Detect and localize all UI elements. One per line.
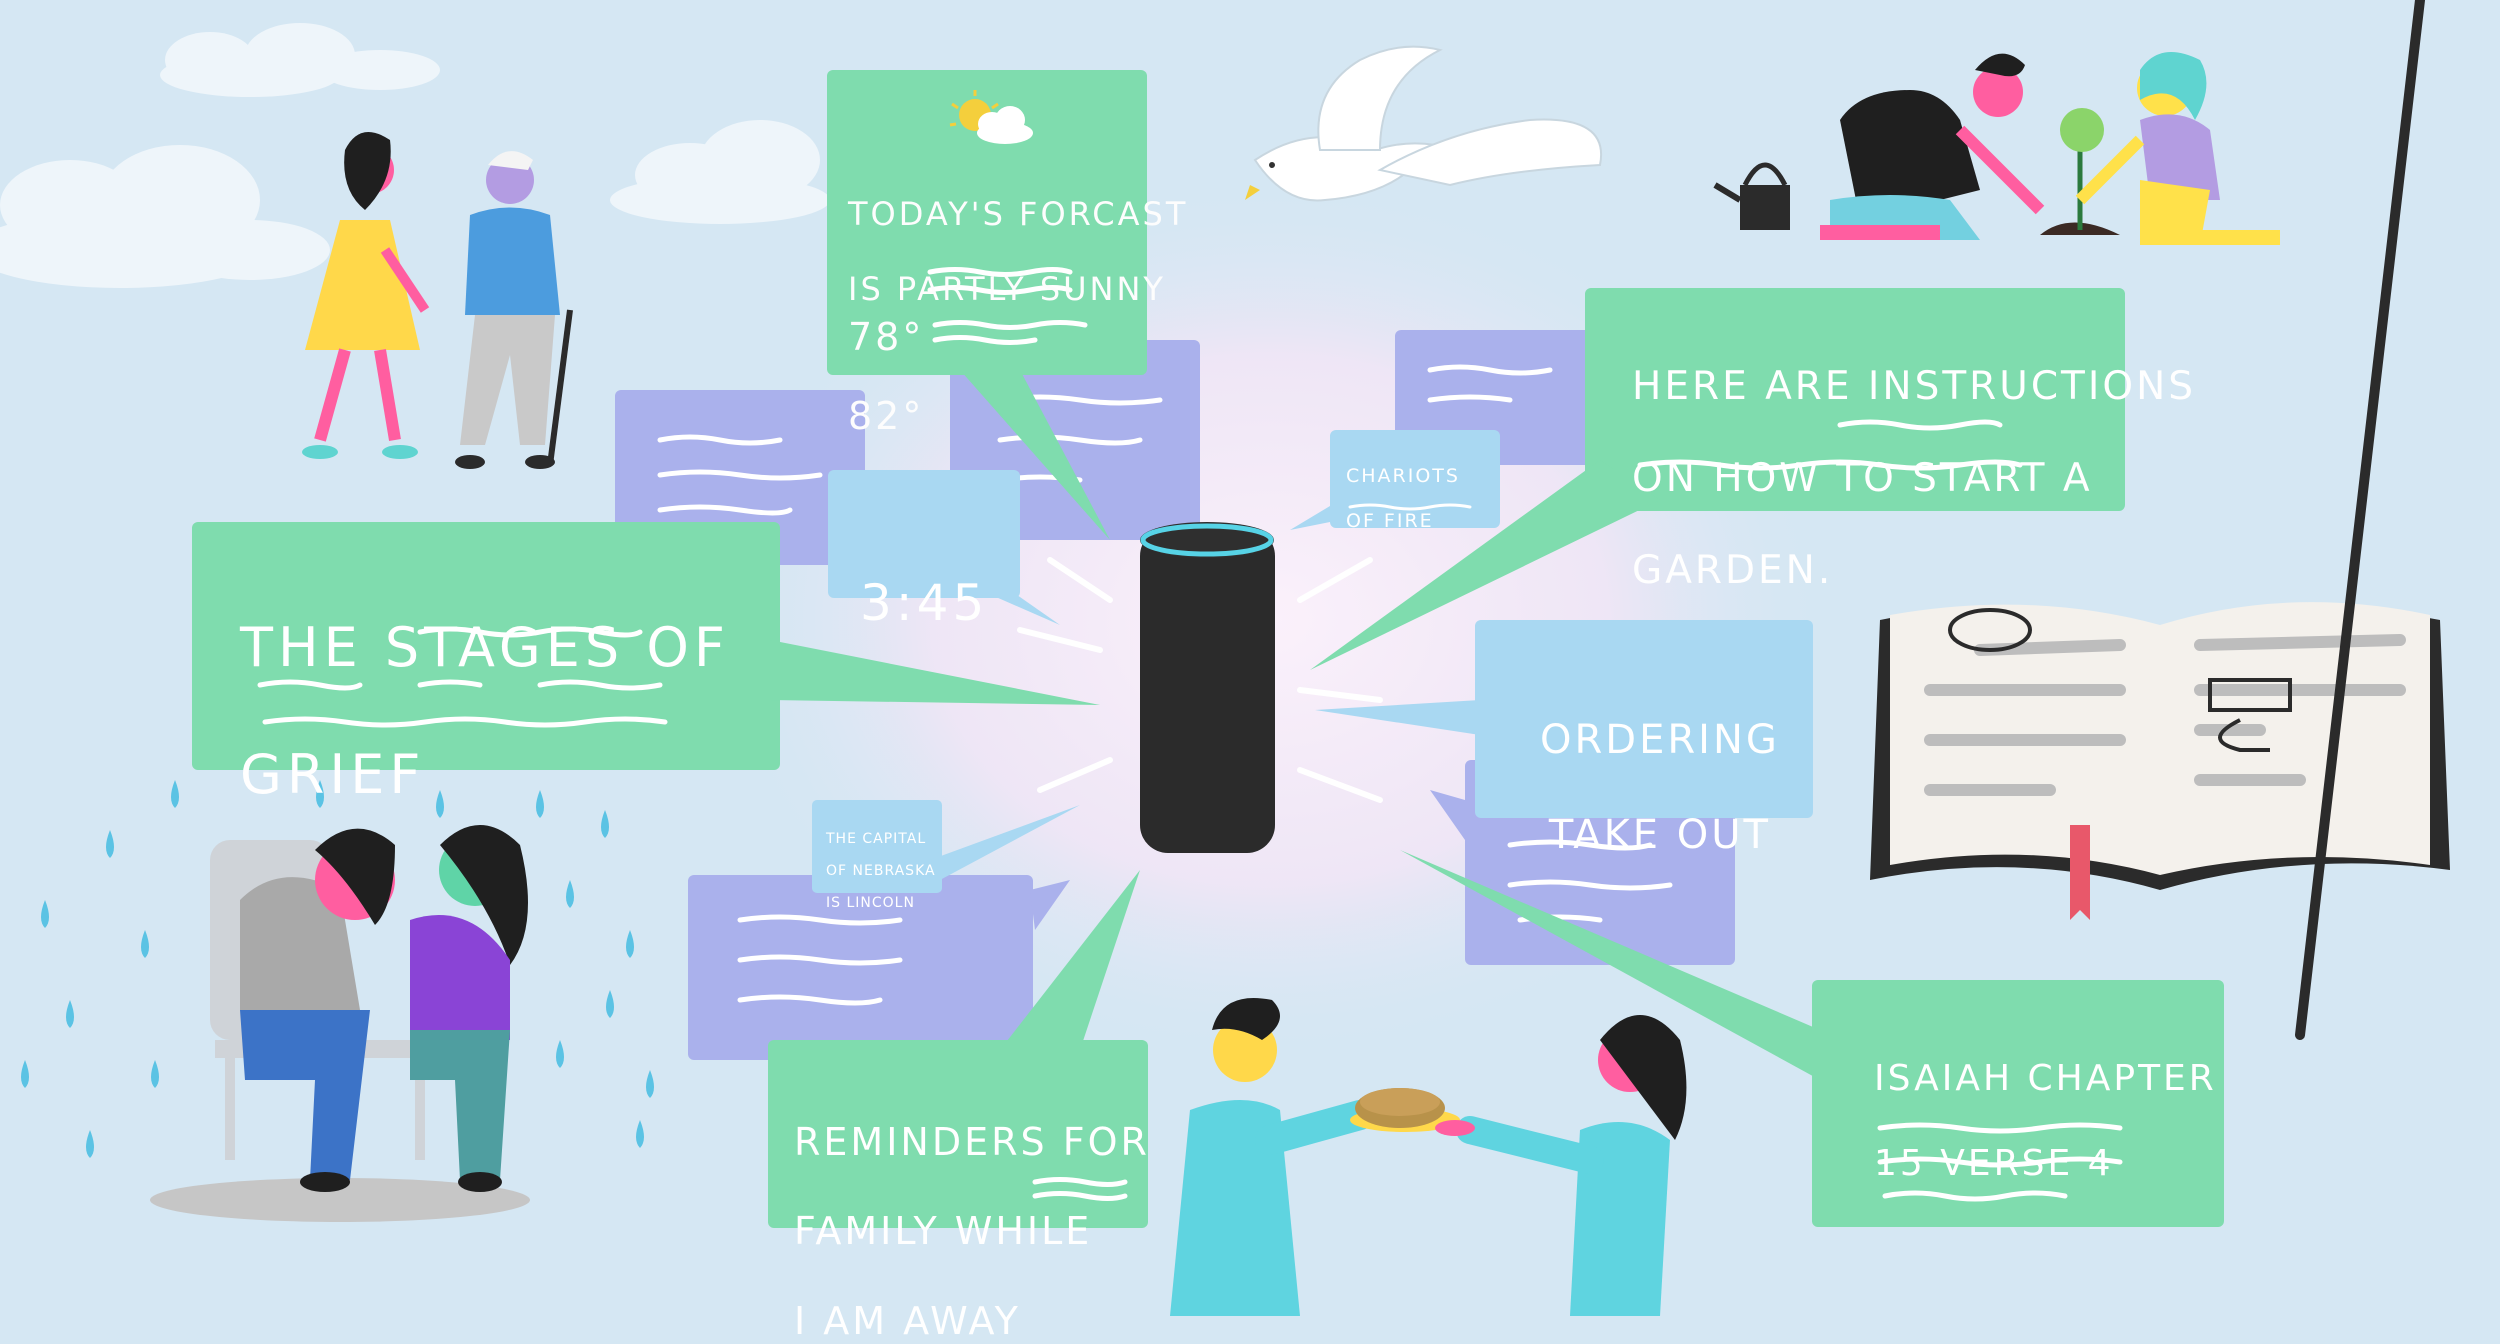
partly-sunny-icon: [949, 90, 1033, 144]
open-book-icon: [1870, 602, 2450, 920]
cloud-icon: [160, 23, 440, 97]
grief-bubble-text: THE STAGES OF GRIEF: [240, 552, 730, 807]
green-bubble-scribbles: [257, 267, 2123, 1202]
rain-drops: [21, 780, 654, 1158]
forecast-temp-high: 82°: [848, 393, 925, 438]
dove-icon: [1245, 45, 1603, 202]
capital-line2: OF NEBRASKA: [826, 863, 936, 880]
capital-bubble-text: THE CAPITAL OF NEBRASKA IS LINCOLN: [826, 815, 936, 912]
chariots-bubble-text: CHARIOTS OF FIRE: [1346, 443, 1460, 533]
cloud-icon: [610, 120, 830, 224]
forecast-temp-low: 78°: [848, 315, 925, 359]
reminders-line2: FAMILY WHILE: [794, 1209, 1093, 1254]
time-value: 3:45: [860, 574, 989, 632]
forecast-bubble-text: TODAY'S FORCAST IS PARTLY SUNNY 78° 82°: [848, 158, 1188, 476]
garden-bubble-text: HERE ARE INSTRUCTIONS ON HOW TO START A …: [1632, 318, 2196, 594]
chariots-line2: OF FIRE: [1346, 510, 1434, 533]
reminders-line1: REMINDERS FOR: [794, 1119, 1150, 1164]
garden-line3: GARDEN.: [1632, 548, 1834, 594]
takeout-bubble-text: ORDERING TAKE OUT: [1540, 670, 1780, 859]
gardening-people-illustration: [1713, 52, 2280, 245]
chariots-line1: CHARIOTS: [1346, 465, 1460, 488]
forecast-line1: TODAY'S FORCAST: [848, 194, 1189, 233]
grief-line2: GRIEF: [240, 743, 426, 807]
speaker-rays: [1017, 467, 1383, 803]
garden-line1: HERE ARE INSTRUCTIONS: [1632, 364, 2197, 410]
grieving-women-illustration: [150, 825, 530, 1222]
garden-line2: ON HOW TO START A: [1632, 456, 2093, 502]
time-bubble-text: 3:45: [860, 515, 988, 633]
sharing-food-illustration: [1170, 998, 1687, 1316]
small-bubble-scribbles: [1348, 503, 1472, 511]
smart-speaker-icon: [1140, 522, 1275, 853]
blue-bubbles: [812, 430, 1813, 893]
isaiah-line2: 15 VERSE 4: [1874, 1143, 2114, 1185]
green-bubbles: [192, 70, 2224, 1228]
illustration-canvas: [0, 0, 2450, 1316]
walking-couple-illustration: [302, 132, 573, 469]
grief-line1: THE STAGES OF: [240, 615, 730, 679]
cloud-icon: [0, 145, 330, 288]
takeout-line1: ORDERING: [1540, 717, 1780, 764]
capital-line3: IS LINCOLN: [826, 895, 915, 912]
pen-icon: [2295, 0, 2425, 1040]
isaiah-bubble-text: ISAIAH CHAPTER 15 VERSE 4: [1874, 1016, 2217, 1186]
reminders-line3: I AM AWAY: [794, 1299, 1021, 1344]
forecast-line2: IS PARTLY SUNNY: [848, 270, 1166, 309]
isaiah-line1: ISAIAH CHAPTER: [1874, 1058, 2217, 1100]
reminders-bubble-text: REMINDERS FOR FAMILY WHILE I AM AWAY: [794, 1075, 1150, 1344]
takeout-line2: TAKE OUT: [1548, 811, 1771, 858]
capital-line1: THE CAPITAL: [826, 831, 927, 848]
